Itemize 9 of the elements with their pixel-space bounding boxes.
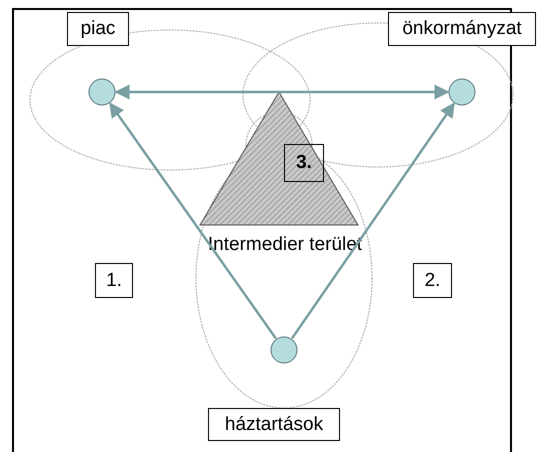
- arrow: [114, 84, 450, 100]
- label-box: 1.: [95, 263, 133, 298]
- label-box: önkormányzat: [388, 12, 536, 46]
- label-box: 3.: [284, 144, 324, 182]
- arrow: [109, 102, 277, 340]
- label-box: 2.: [413, 263, 452, 298]
- label-box: piac: [67, 12, 129, 46]
- arrow: [290, 102, 456, 340]
- label-box: háztartások: [208, 408, 340, 441]
